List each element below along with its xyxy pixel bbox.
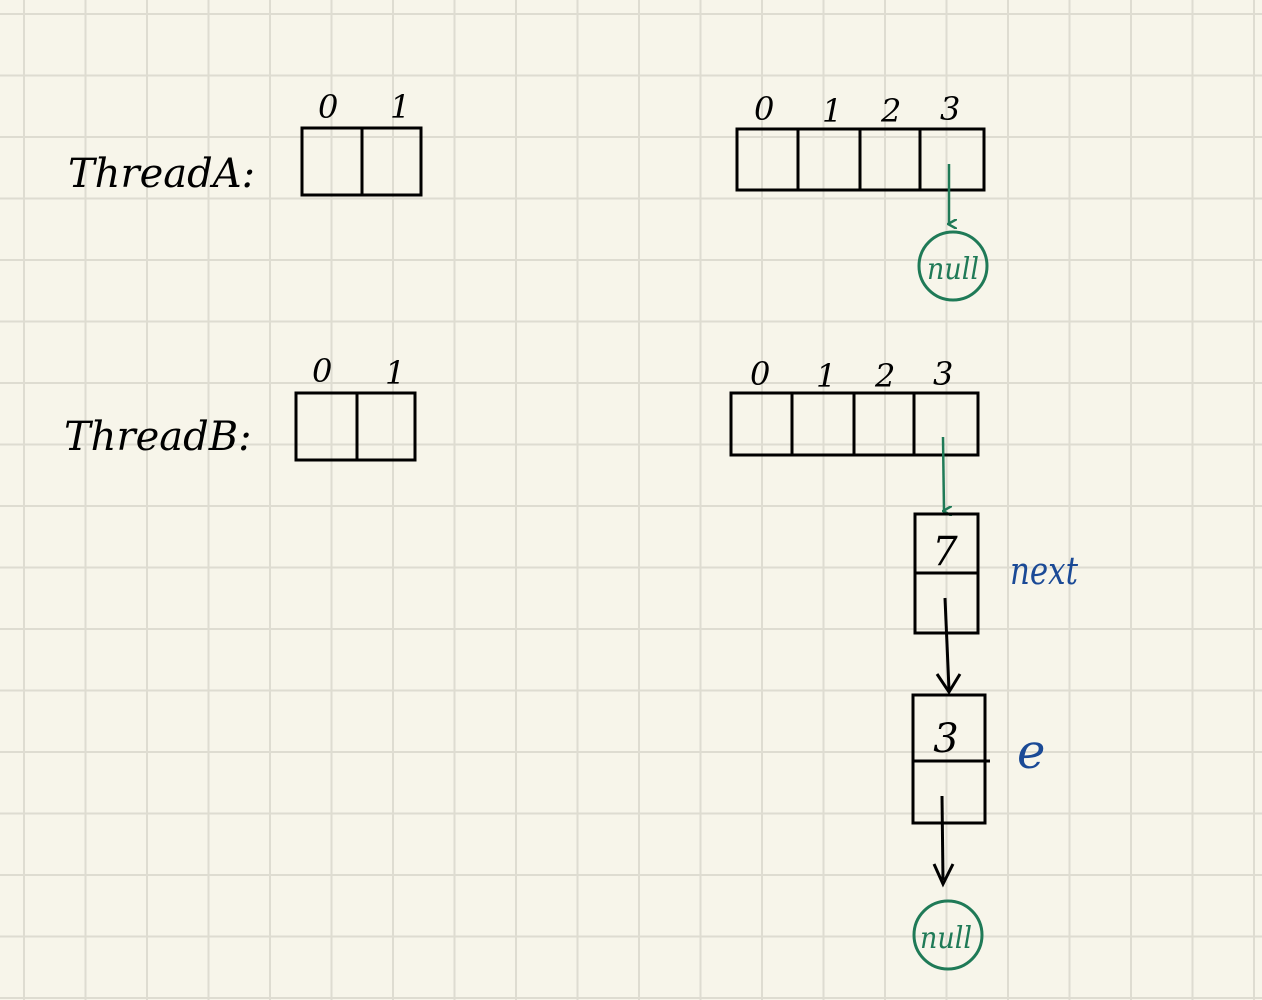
node-3-null-arrow: [932, 795, 955, 888]
thread-a-new-table: [735, 127, 986, 192]
thread-a-new-index-2: 2: [880, 92, 901, 130]
thread-b-green-arrow: [941, 436, 944, 511]
thread-a-label: ThreadA:: [68, 151, 255, 197]
thread-b-null-circle: [912, 899, 984, 971]
thread-b-new-table: [729, 391, 980, 457]
thread-a-null-label: null: [927, 252, 979, 287]
thread-a-null-circle: [917, 230, 989, 302]
e-label: e: [1017, 724, 1045, 780]
thread-b-new-index-0: 0: [750, 355, 770, 393]
thread-b-new-index-2: 2: [874, 357, 895, 395]
thread-a-new-index-0: 0: [754, 90, 774, 128]
thread-b-new-index-1: 1: [816, 357, 836, 395]
thread-b-old-index-1: 1: [385, 354, 405, 392]
thread-a-new-index-1: 1: [822, 92, 842, 130]
thread-b-old-table: [294, 391, 417, 462]
thread-a-new-index-3: 3: [940, 90, 960, 128]
node-3: [911, 693, 990, 825]
thread-b-old-index-0: 0: [312, 352, 332, 390]
thread-a-old-table: [300, 126, 423, 197]
next-pointer-arrow: [935, 597, 962, 695]
thread-a-old-index-0: 0: [318, 88, 338, 126]
thread-b-label: ThreadB:: [64, 414, 252, 460]
node-7-value: 7: [932, 529, 958, 575]
next-label: next: [1010, 549, 1079, 593]
node-3-value: 3: [933, 716, 958, 762]
thread-b-null-label: null: [920, 921, 972, 956]
thread-b-new-index-3: 3: [933, 355, 953, 393]
thread-a-old-index-1: 1: [390, 88, 410, 126]
